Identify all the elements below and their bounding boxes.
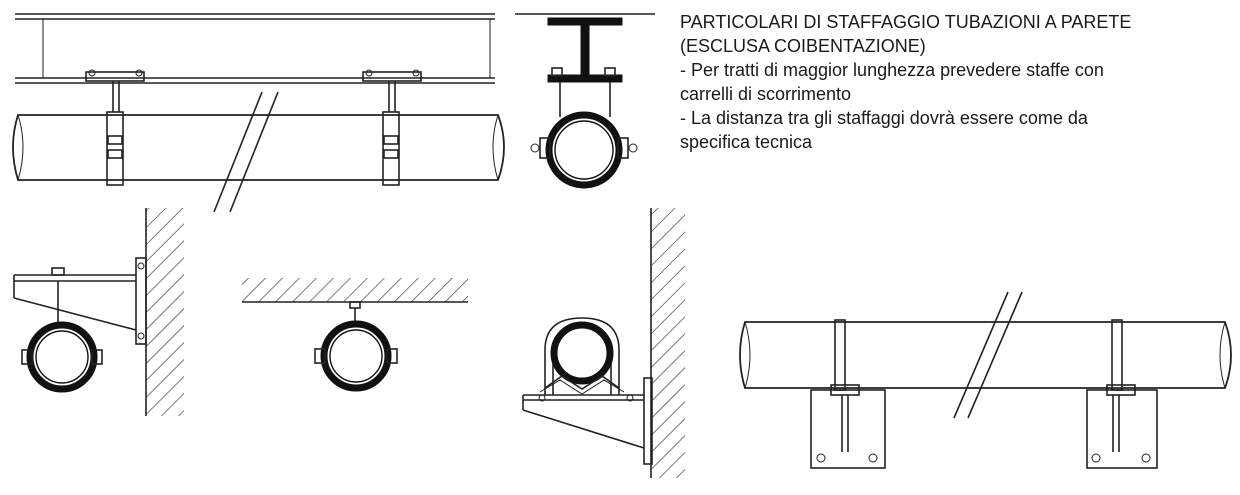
notes-line-2b: specifica tecnica [680, 132, 813, 152]
notes-line-1a: - Per tratti di maggior lunghezza preved… [680, 60, 1104, 80]
wall-saddle-view [522, 208, 685, 478]
beam-hung-pipe-side-view [12, 13, 505, 213]
wall-bracket-view [13, 208, 184, 416]
notes-line-2a: - La distanza tra gli staffaggi dovrà es… [680, 108, 1088, 128]
ibeam-section-view [515, 13, 655, 189]
wall-plate-pipe-side-view [739, 291, 1232, 469]
ceiling-hanger-view [242, 278, 468, 392]
notes-line-1b: carrelli di scorrimento [680, 84, 852, 104]
specification-notes: PARTICOLARI DI STAFFAGGIO TUBAZIONI A PA… [680, 10, 1236, 154]
notes-title: PARTICOLARI DI STAFFAGGIO TUBAZIONI A PA… [680, 12, 1132, 32]
notes-subtitle: (ESCLUSA COIBENTAZIONE) [680, 36, 926, 56]
